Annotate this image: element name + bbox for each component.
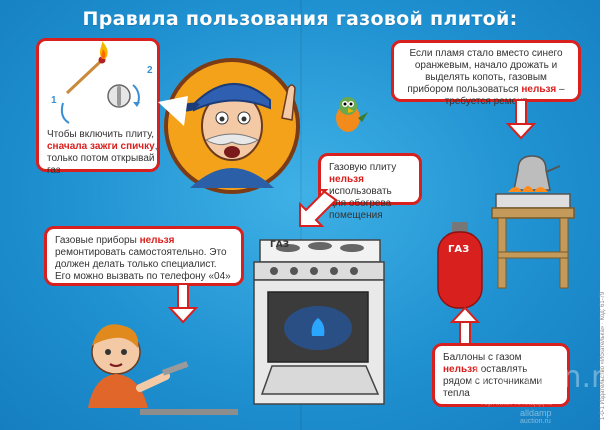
tip-cylinders-text-after: оставлять рядом с источниками тепла (443, 364, 543, 399)
tip-heating-text-after: использовать для обогрева помещения (329, 186, 392, 221)
watermark-line-1: торговая площадка (480, 398, 553, 407)
tip-heating-warning: нельзя (329, 174, 364, 185)
side-margin (600, 0, 609, 430)
tip-flame-text-after: – требуется ремонт (444, 84, 565, 107)
gas-worker-character (164, 58, 300, 194)
tip-ignite-warning: сначала зажги спичку (47, 141, 155, 152)
gas-cylinder-illustration (437, 222, 483, 309)
tip-flame-warning: нельзя (521, 84, 557, 95)
watermark-site: Auction.ru (468, 360, 600, 395)
tip-ignite-text: Чтобы включить плиту, сначала зажги спич… (47, 129, 159, 177)
tip-ignite-text-after: , только потом открывай газ (47, 141, 158, 176)
step-1-label: 1 (51, 95, 57, 106)
tip-repair-text-after: ремонтировать самостоятельно. Это должен… (55, 247, 231, 282)
gas-stove-illustration (253, 239, 385, 405)
tip-ignite-bubble: 1 2 Чтобы включить плиту, сначала зажги … (36, 38, 160, 176)
watermark-line-3: auction.ru (520, 418, 551, 425)
page-title: Правила пользования газовой плитой: (82, 8, 518, 30)
tip-repair-warning: нельзя (139, 235, 175, 246)
cylinder-gas-label: ГАЗ (448, 244, 470, 255)
step-2-label: 2 (147, 65, 153, 76)
tip-flame-bubble: Если пламя стало вместо синего оранжевым… (391, 40, 581, 107)
tip-heating-bubble: Газовую плиту нельзя использовать для об… (318, 153, 422, 221)
stove-gas-label: ГАЗ (270, 240, 290, 250)
tip-flame-text-before: Если пламя стало вместо синего оранжевым… (407, 48, 563, 95)
side-print-text: 1-0-1 Издательство «Искателька» · Код: 6… (600, 291, 606, 420)
cylinders-arrow (449, 306, 481, 345)
tip-cylinders-warning: нельзя (443, 364, 478, 375)
watermark-line-2: alldamp (520, 408, 552, 418)
boy-with-wrench-illustration (88, 324, 238, 415)
heating-arrow (299, 189, 338, 227)
match-and-knob-illustration (60, 41, 140, 124)
speech-tail (158, 96, 188, 126)
tip-ignite-text-before: Чтобы включить плиту, (47, 129, 154, 140)
table-with-burner-and-kettle (491, 155, 575, 289)
tip-heating-text-before: Газовую плиту (329, 162, 397, 173)
repair-arrow (167, 283, 199, 324)
tip-repair-text-before: Газовые приборы (55, 235, 140, 246)
flame-arrow (505, 99, 537, 140)
tip-repair-bubble: Газовые приборы нельзя ремонтировать сам… (44, 226, 244, 286)
tip-cylinders-text-before: Баллоны с газом (443, 352, 522, 363)
bird-illustration (336, 97, 368, 132)
tip-cylinders-bubble: Баллоны с газом нельзя оставлять рядом с… (432, 343, 570, 407)
